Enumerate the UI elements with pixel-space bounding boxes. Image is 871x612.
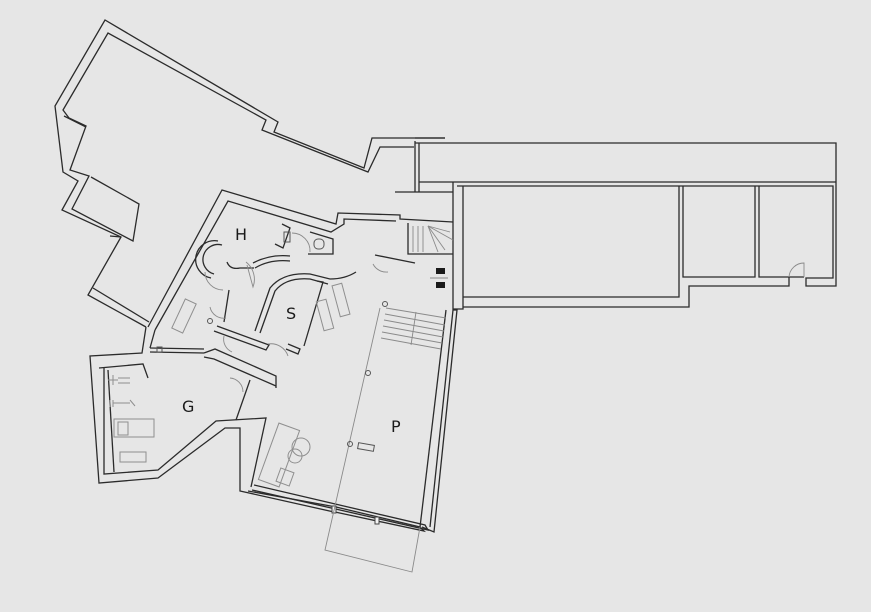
bike-icon	[119, 451, 147, 463]
corridor-walls	[395, 137, 837, 287]
terrace-outline	[324, 307, 421, 573]
room-label-h: H	[235, 225, 247, 244]
sofa-icon	[257, 422, 301, 488]
room-label-s: S	[286, 304, 296, 323]
fireplace-icon	[436, 268, 445, 274]
spiral-staircase	[374, 223, 454, 264]
north-west-wing-walls	[54, 19, 445, 328]
central-block-walls	[89, 189, 454, 513]
room-label-p: P	[391, 417, 401, 436]
door-swings	[204, 232, 389, 393]
fireplace	[430, 268, 448, 288]
gym-equipment	[108, 375, 155, 463]
bed-icon	[171, 298, 197, 334]
room-label-g: G	[182, 397, 194, 416]
sink-icon	[283, 231, 291, 243]
toilet-icon	[313, 238, 325, 250]
lounger-icon	[315, 298, 335, 332]
east-door-swing	[788, 262, 805, 278]
lounger-icon	[331, 282, 351, 318]
staircase-p	[347, 301, 447, 452]
east-block-walls	[452, 182, 805, 310]
room-labels: H S G P	[182, 225, 401, 436]
interior-walls	[149, 223, 357, 421]
treadmill-icon	[113, 418, 155, 438]
furniture	[108, 231, 351, 488]
